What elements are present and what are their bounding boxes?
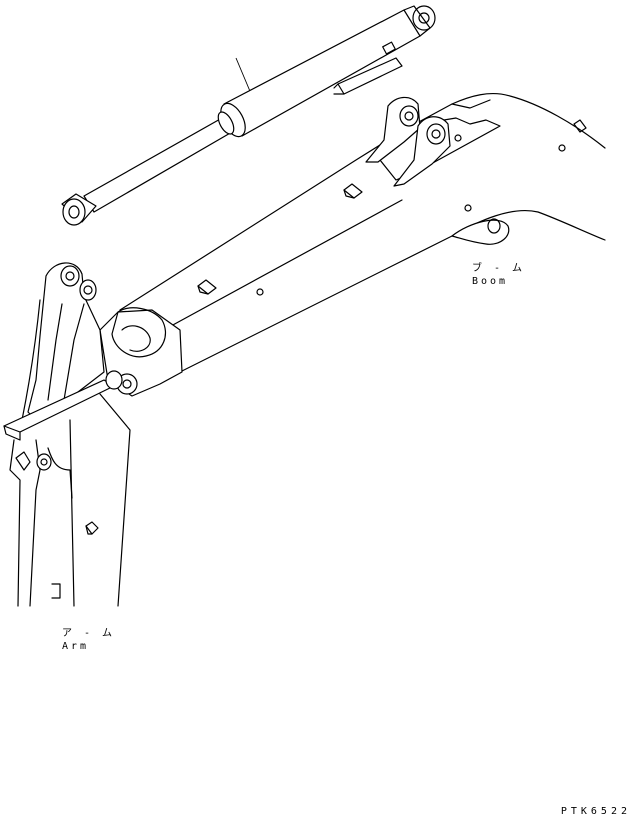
arm-label: ア - ム Arm [62,627,115,653]
boom-label-en: Boom [472,276,509,287]
leader-line [235,57,253,97]
boom-label: ブ - ム Boom [472,262,525,288]
arm-label-jp: ア - ム [62,628,116,639]
drawing-code: PTK6522 [560,806,631,817]
hydraulic-cylinder [61,5,436,226]
boom-label-jp: ブ - ム [472,263,526,274]
arm [3,262,131,607]
arm-label-en: Arm [62,641,90,652]
boom [99,92,606,397]
